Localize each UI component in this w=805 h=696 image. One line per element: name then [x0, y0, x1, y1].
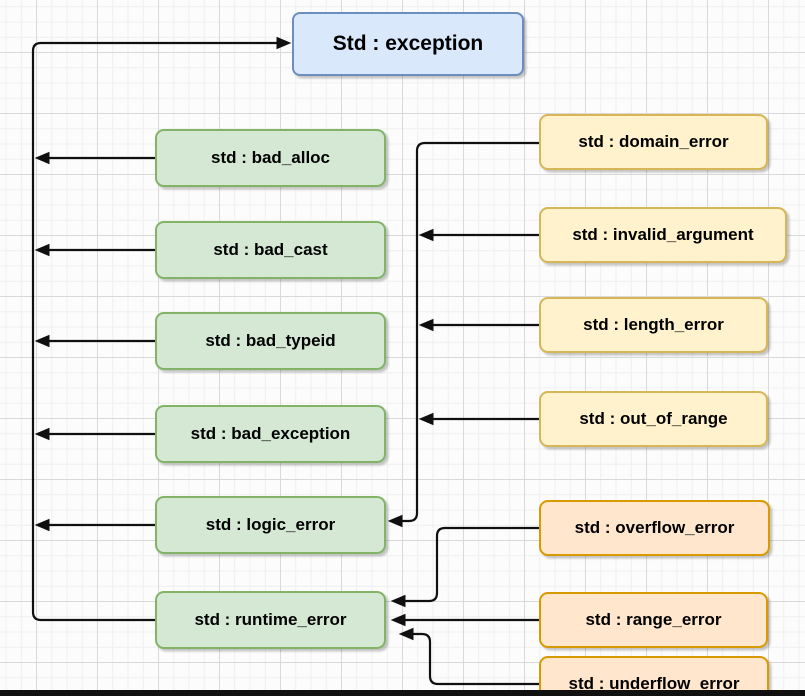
arrowhead-into-runtime-error [390, 594, 406, 608]
edge-length-error-to-trunk [418, 318, 539, 332]
edge-bad-alloc-to-trunk [34, 151, 155, 165]
edge-overflow-error-to-runtime-error [390, 526, 539, 608]
arrowhead [418, 318, 434, 332]
arrowhead [34, 518, 50, 532]
arrowhead-into-logic-error [387, 514, 403, 528]
edge-underflow-error-to-runtime-error [398, 627, 539, 686]
arrowhead-into-runtime-error [398, 627, 414, 641]
node-std-logic-error: std : logic_error [155, 496, 386, 554]
node-std-range-error: std : range_error [539, 592, 768, 648]
node-label: std : logic_error [205, 515, 336, 534]
node-std-bad-cast: std : bad_cast [155, 221, 386, 279]
node-label: std : bad_cast [213, 240, 328, 259]
arrowhead [34, 334, 50, 348]
node-std-runtime-error: std : runtime_error [155, 591, 386, 649]
node-label: std : length_error [583, 315, 724, 334]
edge-runtime-error-to-exception-trunk [31, 36, 292, 622]
node-label: std : out_of_range [579, 409, 728, 428]
edge-bad-exception-to-trunk [34, 427, 155, 441]
node-std-bad-exception: std : bad_exception [155, 405, 386, 463]
node-label: std : overflow_error [574, 518, 735, 537]
node-label: std : bad_exception [190, 424, 351, 443]
node-std-bad-typeid: std : bad_typeid [155, 312, 386, 370]
arrowhead [34, 427, 50, 441]
arrowhead-into-exception [276, 36, 292, 50]
arrowhead [34, 243, 50, 257]
node-label: std : runtime_error [194, 610, 347, 629]
node-label: std : invalid_argument [572, 225, 754, 244]
arrowhead-into-runtime-error [390, 613, 406, 627]
node-std-length-error: std : length_error [539, 297, 768, 353]
node-std-out-of-range: std : out_of_range [539, 391, 768, 447]
edge-domain-error-to-logic-error-trunk [387, 141, 539, 528]
bottom-edge-bar [0, 690, 805, 696]
node-std-bad-alloc: std : bad_alloc [155, 129, 386, 187]
edge-range-error-to-runtime-error [390, 613, 539, 627]
node-std-underflow-error: std : underflow_error [539, 656, 769, 696]
node-std-domain-error: std : domain_error [539, 114, 768, 170]
edge-logic-error-to-trunk [34, 518, 155, 532]
edge-invalid-argument-to-trunk [418, 228, 539, 242]
node-label: std : range_error [585, 610, 722, 629]
node-std-exception: Std : exception [292, 12, 524, 76]
edge-bad-cast-to-trunk [34, 243, 155, 257]
node-label: std : underflow_error [568, 674, 740, 693]
arrowhead [418, 412, 434, 426]
arrowhead [418, 228, 434, 242]
node-label: std : bad_typeid [205, 331, 336, 350]
node-label: Std : exception [332, 32, 484, 55]
node-std-invalid-argument: std : invalid_argument [539, 207, 787, 263]
arrowhead [34, 151, 50, 165]
node-std-overflow-error: std : overflow_error [539, 500, 770, 556]
edge-out-of-range-to-trunk [418, 412, 539, 426]
node-label: std : bad_alloc [210, 148, 331, 167]
edge-bad-typeid-to-trunk [34, 334, 155, 348]
node-label: std : domain_error [578, 132, 729, 151]
